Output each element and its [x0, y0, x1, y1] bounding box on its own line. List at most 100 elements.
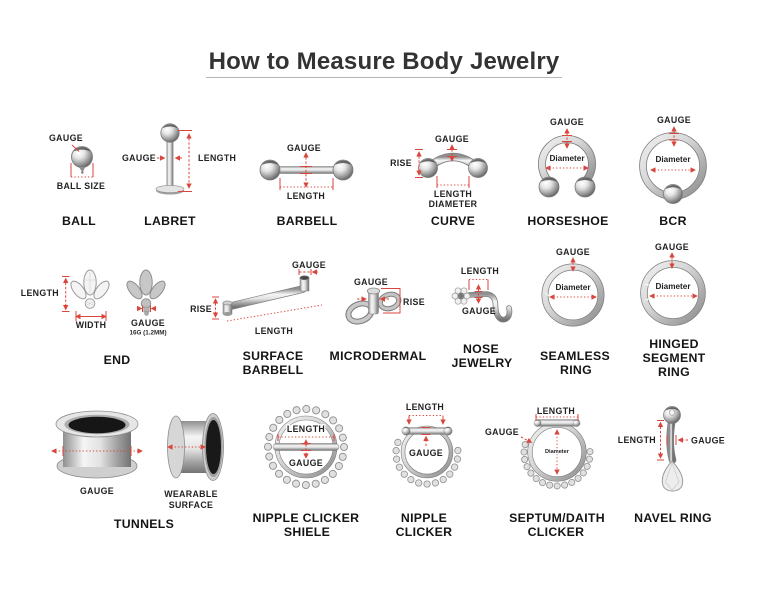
item-bcr: GAUGE Diameter BCR [639, 115, 707, 228]
horseshoe-diameter-label: Diameter [549, 154, 585, 163]
horseshoe-name: HORSESHOE [527, 214, 608, 228]
barbell-name: BARBELL [277, 214, 338, 228]
item-septum-daith-clicker: LENGTH GAUGE Diameter SEPTUM/DAITH CLICK… [485, 406, 605, 539]
navel-ring-name: NAVEL RING [634, 511, 712, 525]
navel-ring-drawing [661, 406, 684, 492]
item-horseshoe: GAUGE Diameter HORSESHOE [527, 117, 608, 228]
end-gauge-label: GAUGE [131, 318, 165, 328]
hinged-segment-ring-measure-lines [649, 252, 698, 299]
item-ball: GAUGE BALL SIZE BALL [49, 133, 105, 228]
tunnels-measure-lines [51, 444, 206, 456]
end-back-drawing [126, 269, 166, 316]
seamless-ring-name-line1: SEAMLESS [540, 349, 610, 363]
seamless-ring-measure-lines [549, 257, 597, 300]
nipple-clicker-shield-measure-lines [277, 434, 335, 459]
item-nose-jewelry: LENGTH GAUGE NOSE JEWELRY [451, 266, 513, 370]
surface-barbell-rise-label: RISE [190, 304, 212, 314]
nose-gem [451, 287, 471, 305]
barbell-measure-lines [279, 152, 334, 190]
page-title: How to Measure Body Jewelry [209, 48, 560, 75]
item-labret: GAUGE LENGTH LABRET [122, 123, 236, 228]
item-seamless-ring: GAUGE Diameter SEAMLESS RING [540, 247, 610, 377]
horseshoe-gauge-label: GAUGE [550, 117, 584, 127]
item-end: LENGTH WIDTH GAUGE 16G (1.2MM) END [21, 269, 167, 367]
surface-barbell-drawing [222, 275, 310, 316]
microdermal-measure-lines [357, 288, 401, 314]
surface-barbell-gauge-label: GAUGE [292, 260, 326, 270]
hinged-segment-ring-gauge-label: GAUGE [655, 242, 689, 252]
curve-length-label: LENGTH [434, 189, 472, 199]
ball-measure-lines [70, 144, 94, 178]
bcr-measure-lines [650, 126, 696, 173]
hinged-segment-ring-drawing [640, 260, 706, 326]
septum-daith-clicker-length-label: LENGTH [537, 406, 575, 416]
nipple-clicker-length-label: LENGTH [406, 402, 444, 412]
tunnels-wearable-label-line2: SURFACE [169, 500, 213, 510]
labret-gauge-label: GAUGE [122, 153, 156, 163]
barbell-gauge-label: GAUGE [287, 143, 321, 153]
item-hinged-segment-ring: GAUGE Diameter HINGED SEGMENT RING [640, 242, 706, 379]
septum-daith-clicker-name-line1: SEPTUM/DAITH [509, 511, 605, 525]
labret-measure-lines [157, 130, 192, 192]
seamless-ring-name-line2: RING [560, 363, 592, 377]
nipple-clicker-shield-name-line2: SHIELE [284, 525, 330, 539]
curve-name: CURVE [431, 214, 475, 228]
surface-barbell-measure-lines [212, 269, 323, 322]
hinged-segment-ring-name-line2: SEGMENT [643, 351, 706, 365]
septum-daith-clicker-diameter-label: Diameter [545, 449, 570, 455]
tunnels-gauge-label: GAUGE [80, 486, 114, 496]
nipple-clicker-gauge-label: GAUGE [409, 448, 443, 458]
microdermal-name: MICRODERMAL [330, 349, 427, 363]
navel-ring-gauge-label: GAUGE [691, 436, 725, 446]
nipple-clicker-shield-length-label: LENGTH [287, 424, 325, 434]
end-measure-lines [62, 276, 157, 321]
ball-name: BALL [62, 214, 96, 228]
item-microdermal: GAUGE RISE MICRODERMAL [330, 277, 427, 363]
labret-drawing [155, 123, 185, 195]
septum-daith-clicker-measure-lines [520, 414, 579, 475]
hinged-segment-ring-name-line3: RING [658, 365, 690, 379]
item-tunnels: GAUGE WEARABLE SURFACE TUNNELS [51, 410, 224, 531]
curve-diameter-label: DIAMETER [429, 199, 478, 209]
hinged-segment-ring-name-line1: HINGED [649, 337, 699, 351]
curve-rise-label: RISE [390, 158, 412, 168]
tunnels-name: TUNNELS [114, 517, 174, 531]
item-nipple-clicker-shield: LENGTH GAUGE NIPPLE CLICKER SHIELE [253, 405, 360, 539]
curve-gauge-label: GAUGE [435, 134, 469, 144]
item-nipple-clicker: LENGTH GAUGE NIPPLE CLICKER [392, 402, 462, 539]
barbell-length-label: LENGTH [287, 191, 325, 201]
surface-barbell-name-line1: SURFACE [243, 349, 304, 363]
nose-jewelry-gauge-label: GAUGE [462, 306, 496, 316]
nose-jewelry-name-line2: JEWELRY [451, 356, 512, 370]
nose-jewelry-name-line1: NOSE [463, 342, 499, 356]
nipple-clicker-shield-name-line1: NIPPLE CLICKER [253, 511, 360, 525]
curve-measure-lines [415, 144, 470, 188]
horseshoe-measure-lines [545, 128, 589, 171]
end-name: END [104, 353, 131, 367]
bcr-gauge-label: GAUGE [657, 115, 691, 125]
labret-length-label: LENGTH [198, 153, 236, 163]
microdermal-drawing [345, 287, 402, 325]
seamless-ring-drawing [541, 263, 605, 327]
tunnel-front-drawing [55, 410, 139, 479]
seamless-ring-gauge-label: GAUGE [556, 247, 590, 257]
ball-drawing [71, 146, 93, 174]
nipple-clicker-measure-lines [406, 415, 446, 446]
end-width-label: WIDTH [76, 320, 107, 330]
nose-jewelry-measure-lines [468, 279, 489, 304]
item-barbell: GAUGE LENGTH BARBELL [259, 143, 354, 228]
end-front-drawing [70, 269, 110, 309]
item-curve: GAUGE RISE LENGTH DIAMETER CURVE [390, 134, 488, 228]
hinged-segment-ring-diameter-label: Diameter [655, 282, 691, 291]
navel-ring-measure-lines [657, 420, 688, 461]
item-navel-ring: LENGTH GAUGE NAVEL RING [618, 406, 725, 525]
septum-daith-clicker-drawing [520, 419, 594, 490]
nose-jewelry-drawing [451, 287, 513, 323]
bcr-name: BCR [659, 214, 687, 228]
curve-drawing [418, 152, 488, 178]
ball-gauge-label: GAUGE [49, 133, 83, 143]
item-surface-barbell: GAUGE RISE LENGTH SURFACE BARBELL [190, 260, 326, 377]
nipple-clicker-name-line1: NIPPLE [401, 511, 447, 525]
